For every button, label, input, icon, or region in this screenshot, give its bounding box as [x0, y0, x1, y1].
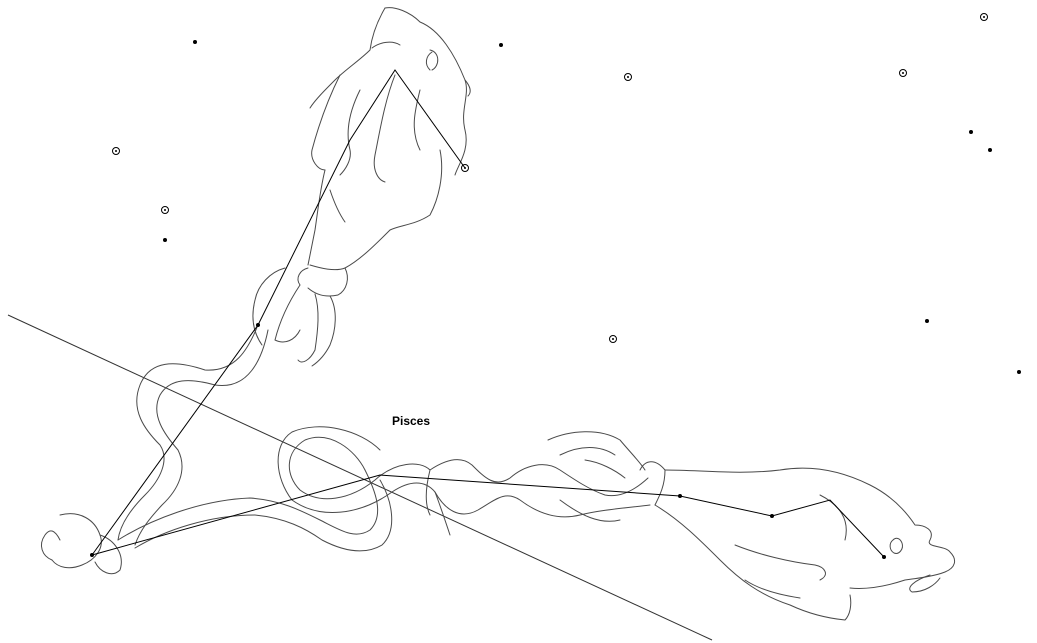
ecliptic-line — [7, 314, 713, 641]
circled-object — [609, 335, 617, 343]
circled-object — [461, 164, 469, 172]
star — [882, 555, 886, 559]
upper-fish-drawing — [297, 7, 471, 297]
circled-object — [624, 73, 632, 81]
star — [163, 238, 167, 242]
constellation-lines — [91, 69, 885, 558]
star — [770, 514, 774, 518]
lower-fish-drawing — [547, 431, 956, 621]
hand-drawing — [252, 267, 336, 367]
upper-fish-line — [91, 69, 466, 556]
deep-sky-objects — [112, 13, 988, 343]
star — [678, 494, 682, 498]
constellation-name: Pisces — [392, 414, 430, 428]
constellation-artwork — [41, 7, 956, 621]
star — [1017, 370, 1021, 374]
ribbon-drawing — [41, 324, 651, 575]
circled-object — [980, 13, 988, 21]
lower-fish-line — [91, 474, 885, 558]
star — [988, 148, 992, 152]
star — [90, 553, 94, 557]
star — [925, 319, 929, 323]
star — [499, 43, 503, 47]
circled-object — [899, 69, 907, 77]
star — [193, 40, 197, 44]
star — [256, 323, 260, 327]
circled-object — [112, 147, 120, 155]
circled-object — [161, 206, 169, 214]
stars — [90, 40, 1021, 559]
star — [969, 130, 973, 134]
